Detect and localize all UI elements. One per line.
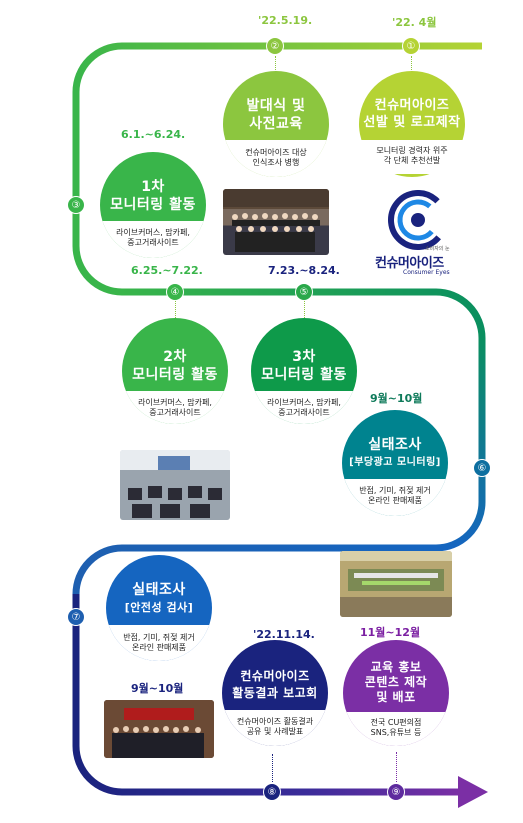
step-9-title-line1: 교육 홍보 (370, 660, 422, 674)
step-1-date: '22. 4월 (392, 16, 437, 29)
step-7-title-line1: 실태조사 (132, 582, 186, 598)
step-9-desc-line1: 전국 CU편의점 (370, 718, 422, 727)
track-top (72, 42, 482, 93)
connector (175, 300, 176, 318)
step-5-desc-line2: 중고거래사이트 (278, 408, 330, 417)
step-4-title-line1: 2차 (163, 349, 187, 365)
connector (411, 56, 412, 76)
step-2-circle: 발대식 및 사전교육 컨슈머아이즈 대상 인식조사 병행 (223, 71, 329, 177)
step-2-date: '22.5.19. (258, 14, 313, 27)
step-8-circle: 컨슈머아이즈 활동결과 보고회 컨슈머아이즈 활동결과 공유 및 사례발표 (222, 640, 328, 746)
training-photo (120, 450, 230, 520)
track-middle (122, 288, 486, 339)
step-4-desc-line2: 중고거래사이트 (149, 408, 201, 417)
track-arrow-head (458, 776, 488, 808)
step-6-desc-line1: 반점, 기미, 쥐젖 제거 (359, 486, 431, 495)
ceremony-photo-image (104, 700, 214, 758)
cu-store-photo (340, 551, 452, 617)
step-7-desc-line2: 온라인 판매제품 (131, 643, 187, 652)
step-7-title-line2: [안전성 검사] (124, 601, 194, 614)
step-8-desc-line2: 공유 및 사례발표 (246, 727, 304, 736)
eye-icon (388, 190, 448, 250)
step-5-circle: 3차 모니터링 활동 라이브커머스, 맘카페, 중고거래사이트 (251, 318, 357, 424)
connector (304, 300, 305, 318)
step-7-circle: 실태조사 [안전성 검사] 반점, 기미, 쥐젖 제거 온라인 판매제품 (106, 555, 212, 661)
step-2-desc-line1: 컨슈머아이즈 대상 (245, 148, 307, 157)
step-1-desc-line1: 모니터링 경력자 위주 (376, 146, 448, 155)
step-6-desc-line2: 온라인 판매제품 (367, 496, 423, 505)
connector (272, 754, 273, 784)
step-7-date: 9월~10월 (131, 682, 184, 695)
track-right (435, 338, 486, 552)
step-2-title-line1: 발대식 및 (246, 98, 306, 114)
track-bottom (72, 594, 462, 796)
step-1-title-line1: 컨슈머아이즈 (374, 98, 450, 113)
step-9-number: ⑨ (387, 783, 405, 801)
step-8-title-line2: 활동결과 보고회 (232, 686, 318, 700)
step-5-desc-line1: 라이브커머스, 맘카페, (267, 398, 341, 407)
logo-tagline: 소비자의 눈 (425, 246, 450, 252)
step-3-title-line2: 모니터링 활동 (110, 197, 196, 213)
step-6-number: ⑥ (473, 459, 491, 477)
step-5-title-line2: 모니터링 활동 (261, 367, 347, 383)
step-5-number: ⑤ (295, 283, 313, 301)
logo-sub: Consumer Eyes (403, 269, 450, 276)
kickoff-photo (223, 189, 329, 255)
step-9-date: 11월~12월 (360, 626, 421, 639)
step-4-number: ④ (166, 283, 184, 301)
connector (275, 56, 276, 76)
step-2-title-line2: 사전교육 (249, 116, 303, 132)
step-5-title-line1: 3차 (292, 349, 316, 365)
step-9-desc-line2: SNS,유튜브 등 (370, 728, 422, 737)
step-4-circle: 2차 모니터링 활동 라이브커머스, 맘카페, 중고거래사이트 (122, 318, 228, 424)
connector (396, 752, 397, 784)
step-1-circle: 컨슈머아이즈 선발 및 로고제작 (349, 71, 475, 177)
step-9-circle: 교육 홍보 콘텐츠 제작 및 배포 전국 CU편의점 SNS,유튜브 등 (343, 640, 449, 746)
step-6-title-line2: [부당광고 모니터링] (349, 457, 441, 468)
step-1-desc-line2: 각 단체 추천선발 (383, 156, 441, 165)
seminar-photo-image (120, 450, 230, 520)
step-4-desc-line1: 라이브커머스, 맘카페, (138, 398, 212, 407)
step-1-desc: 모니터링 경력자 위주 각 단체 추천선발 (359, 140, 465, 177)
step-3-number: ③ (67, 196, 85, 214)
step-3-desc-line1: 라이브커머스, 맘카페, (116, 228, 190, 237)
step-3-title-line1: 1차 (141, 179, 165, 195)
step-1-title-line2: 선발 및 로고제작 (363, 115, 461, 130)
step-8-desc-line1: 컨슈머아이즈 활동결과 (236, 717, 314, 726)
step-4-title-line2: 모니터링 활동 (132, 367, 218, 383)
track-left-upper (72, 92, 123, 296)
step-3-date: 6.1.~6.24. (121, 128, 186, 141)
step-7-number: ⑦ (67, 608, 85, 626)
step-8-title-line1: 컨슈머아이즈 (240, 669, 310, 683)
track-lower (72, 544, 436, 595)
step-1-number: ① (402, 37, 420, 55)
step-3-circle: 1차 모니터링 활동 라이브커머스, 맘카페, 중고거래사이트 (100, 152, 206, 258)
step-4-date: 6.25.~7.22. (131, 264, 203, 277)
report-meeting-photo (104, 700, 214, 758)
store-display-image (340, 551, 452, 617)
step-3-desc-line2: 중고거래사이트 (127, 238, 179, 247)
group-photo-image (223, 189, 329, 252)
step-9-title-line3: 및 배포 (376, 690, 416, 704)
step-6-title-line1: 실태조사 (368, 437, 422, 453)
step-2-desc-line2: 인식조사 병행 (252, 158, 300, 167)
consumer-eyes-logo: 소비자의 눈 컨슈머아이즈 Consumer Eyes (373, 190, 463, 282)
logo-name: 컨슈머아이즈 (375, 256, 444, 271)
step-2-number: ② (266, 37, 284, 55)
step-6-date: 9월~10월 (370, 392, 423, 405)
step-8-number: ⑧ (263, 783, 281, 801)
step-5-date: 7.23.~8.24. (268, 264, 340, 277)
step-9-title-line2: 콘텐츠 제작 (364, 675, 428, 689)
step-8-date: '22.11.14. (253, 628, 315, 641)
step-6-circle: 실태조사 [부당광고 모니터링] 반점, 기미, 쥐젖 제거 온라인 판매제품 (342, 410, 448, 516)
step-7-desc-line1: 반점, 기미, 쥐젖 제거 (123, 633, 195, 642)
